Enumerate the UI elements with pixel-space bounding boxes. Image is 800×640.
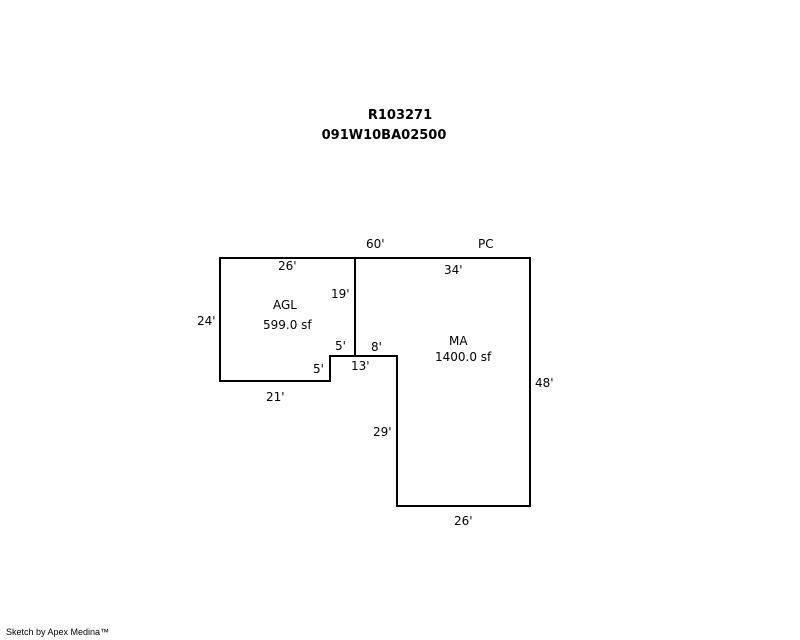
dim-ma-left-lower: 29' [373, 425, 392, 439]
dim-agl-left: 24' [197, 314, 216, 328]
dim-ma-top: 34' [444, 263, 463, 277]
area-label-pc: PC [478, 237, 494, 251]
area-size-ma: 1400.0 sf [435, 350, 492, 364]
dim-agl-divider: 19' [331, 287, 350, 301]
dim-agl-notch-side: 5' [313, 362, 324, 376]
area-label-ma: MA [449, 334, 468, 348]
parcel-id: R103271 [367, 108, 433, 123]
dim-ma-bottom: 26' [454, 514, 473, 528]
dim-agl-bottom: 21' [266, 390, 285, 404]
dim-ma-notch-width: 13' [351, 359, 370, 373]
dim-agl-top: 26' [278, 259, 297, 273]
area-size-agl: 599.0 sf [263, 318, 312, 332]
map-number: 091W10BA02500 [321, 128, 447, 143]
sketch-credit: Sketch by Apex Medina™ [6, 627, 110, 637]
building-outline [219, 257, 531, 507]
area-label-agl: AGL [273, 298, 297, 312]
dim-ma-notch-top: 8' [371, 340, 382, 354]
dim-agl-notch-top: 5' [335, 339, 346, 353]
dim-top-total: 60' [366, 237, 385, 251]
dim-ma-right: 48' [535, 376, 554, 390]
